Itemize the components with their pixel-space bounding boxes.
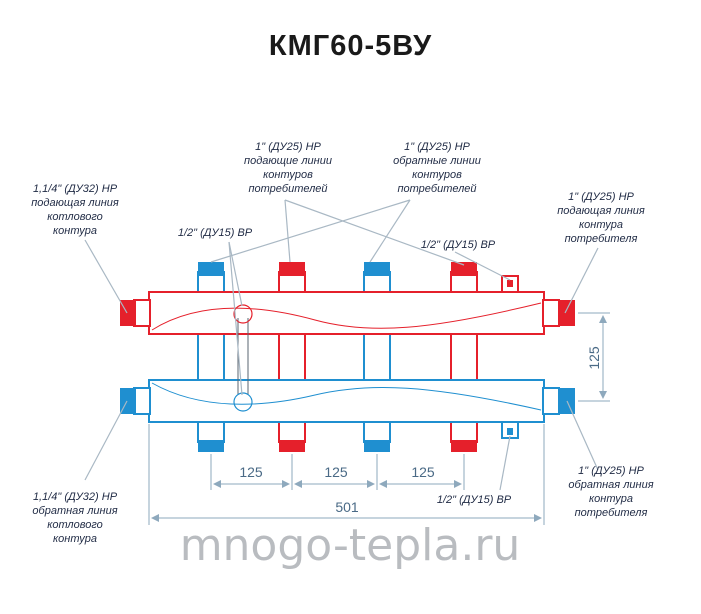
- svg-text:обратные линии: обратные линии: [393, 155, 481, 167]
- svg-text:потребителя: потребителя: [575, 507, 648, 519]
- dim-pitch-3: 125: [411, 464, 435, 480]
- dimension-lines: [148, 312, 610, 525]
- diagram-title: КМГ60-5ВУ: [268, 30, 433, 62]
- svg-text:подающие линии: подающие линии: [244, 155, 332, 167]
- svg-text:контура: контура: [589, 493, 633, 505]
- svg-text:подающая линия: подающая линия: [557, 205, 645, 217]
- svg-text:контура: контура: [53, 533, 97, 545]
- label-vent-right: 1/2" (ДУ15) ВР: [421, 239, 496, 251]
- dim-total-length: 501: [335, 499, 359, 515]
- supply-header: [120, 275, 575, 335]
- vent-circle-bottom: [233, 392, 253, 412]
- label-return-boiler: 1,1/4" (ДУ32) НР обратная линия котловог…: [32, 491, 117, 545]
- dim-pitch-1: 125: [239, 464, 263, 480]
- watermark: mnogo-tepla.ru: [180, 520, 521, 571]
- svg-text:1" (ДУ25) НР: 1" (ДУ25) НР: [255, 141, 321, 153]
- label-drain-bottom: 1/2" (ДУ15) ВР: [437, 494, 512, 506]
- leader-lines: [84, 199, 599, 491]
- svg-text:контура: контура: [579, 219, 623, 231]
- svg-text:1" (ДУ25) НР: 1" (ДУ25) НР: [404, 141, 470, 153]
- svg-text:котлового: котлового: [47, 519, 103, 531]
- svg-text:контуров: контуров: [412, 169, 462, 181]
- svg-text:1,1/4" (ДУ32) НР: 1,1/4" (ДУ32) НР: [33, 183, 118, 195]
- svg-text:обратная линия: обратная линия: [568, 479, 653, 491]
- svg-text:подающая линия: подающая линия: [31, 197, 119, 209]
- label-supply-boiler: 1,1/4" (ДУ32) НР подающая линия котловог…: [31, 183, 119, 237]
- supply-boiler-port: [120, 300, 136, 326]
- svg-text:потребителей: потребителей: [248, 183, 327, 195]
- label-supply-consumers: 1" (ДУ25) НР подающие линии контуров пот…: [244, 141, 332, 195]
- return-header: [120, 379, 575, 439]
- dim-pitch-2: 125: [324, 464, 348, 480]
- svg-text:контура: контура: [53, 225, 97, 237]
- pipe-bottoms: [198, 440, 477, 452]
- svg-text:контуров: контуров: [263, 169, 313, 181]
- vent-tubes: [233, 304, 253, 412]
- label-vent-left: 1/2" (ДУ15) ВР: [178, 227, 253, 239]
- svg-text:1" (ДУ25) НР: 1" (ДУ25) НР: [568, 191, 634, 203]
- label-supply-consumer-right: 1" (ДУ25) НР подающая линия контура потр…: [557, 191, 645, 245]
- svg-text:котлового: котлового: [47, 211, 103, 223]
- label-return-consumers: 1" (ДУ25) НР обратные линии контуров пот…: [393, 141, 481, 195]
- supply-consumer-right-port: [559, 300, 575, 326]
- svg-text:1" (ДУ25) НР: 1" (ДУ25) НР: [578, 465, 644, 477]
- dim-header-spacing: 125: [586, 346, 602, 370]
- vent-circle-top: [233, 304, 253, 324]
- label-return-consumer-right: 1" (ДУ25) НР обратная линия контура потр…: [568, 465, 653, 519]
- svg-text:потребителя: потребителя: [565, 233, 638, 245]
- svg-text:потребителей: потребителей: [397, 183, 476, 195]
- svg-text:1,1/4" (ДУ32) НР: 1,1/4" (ДУ32) НР: [33, 491, 118, 503]
- pipe-tops: [198, 262, 477, 276]
- svg-text:обратная линия: обратная линия: [32, 505, 117, 517]
